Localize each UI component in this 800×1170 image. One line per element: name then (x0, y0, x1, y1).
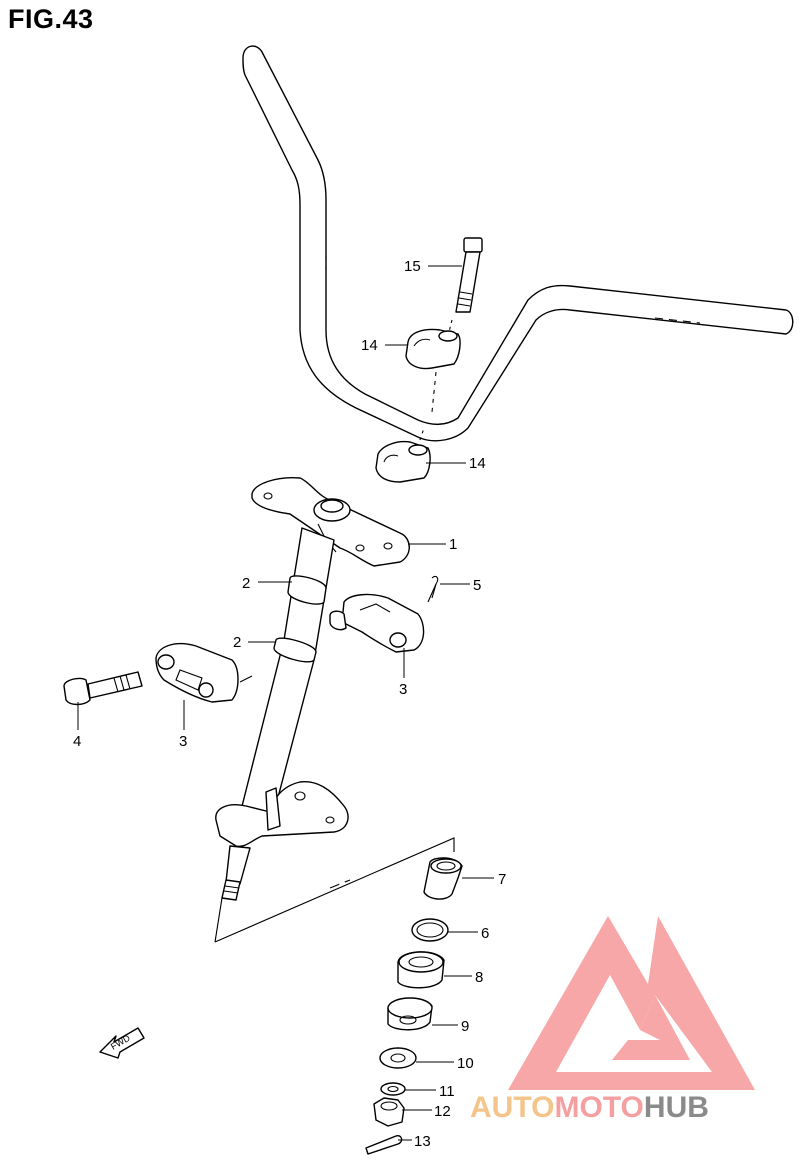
callout-2-lower: 2 (233, 634, 241, 651)
bushing-7 (423, 857, 463, 900)
callout-10: 10 (457, 1055, 474, 1072)
watermark-logo-icon (508, 916, 755, 1090)
forward-arrow-icon: FWD (99, 1027, 145, 1059)
washer-6 (411, 918, 449, 942)
callout-2-upper: 2 (242, 575, 250, 592)
callout-8: 8 (475, 969, 483, 986)
callout-14-upper: 14 (361, 337, 378, 354)
bolt-4 (63, 671, 143, 706)
callout-6: 6 (481, 925, 489, 942)
callout-3-left: 3 (179, 733, 187, 750)
handlebar-holder-lower (375, 427, 431, 483)
callout-7: 7 (498, 871, 506, 888)
stem-holder-left (155, 642, 253, 703)
callout-12: 12 (434, 1103, 451, 1120)
callout-3-right: 3 (399, 681, 407, 698)
watermark-moto: MOTO (554, 1091, 643, 1124)
svg-text:AUTOMOTOHUB: AUTOMOTOHUB (470, 1091, 709, 1124)
watermark-text: AUTOMOTOHUB (470, 1091, 709, 1124)
callout-labels: 15 14 14 1 2 5 2 3 4 3 7 6 8 9 10 11 12 … (73, 258, 506, 1150)
stem-holder-right (329, 593, 425, 653)
washer-11 (380, 1082, 406, 1096)
cotter-pin-13 (365, 1134, 403, 1155)
callout-9: 9 (461, 1018, 469, 1035)
assembly-guide-lines (214, 837, 455, 943)
leader-lines (77, 265, 494, 1141)
steering-stem (215, 527, 349, 901)
callout-15: 15 (404, 258, 421, 275)
callout-13: 13 (414, 1133, 431, 1150)
callout-14-lower: 14 (469, 455, 486, 472)
callout-1: 1 (449, 536, 457, 553)
bolt-15 (447, 237, 483, 337)
washer-10 (379, 1047, 417, 1069)
callout-11: 11 (439, 1083, 455, 1100)
callout-5: 5 (473, 577, 481, 594)
watermark-auto: AUTO (470, 1091, 554, 1124)
callout-4: 4 (73, 733, 81, 750)
handlebar-holder-upper (405, 328, 461, 413)
watermark-hub: HUB (644, 1091, 709, 1124)
nut-9 (387, 997, 433, 1031)
figure-title: FIG.43 (8, 4, 94, 34)
handlebar (242, 45, 794, 442)
nut-12 (373, 1097, 405, 1127)
cotter-pin-5 (427, 575, 439, 603)
nut-8 (397, 951, 445, 989)
